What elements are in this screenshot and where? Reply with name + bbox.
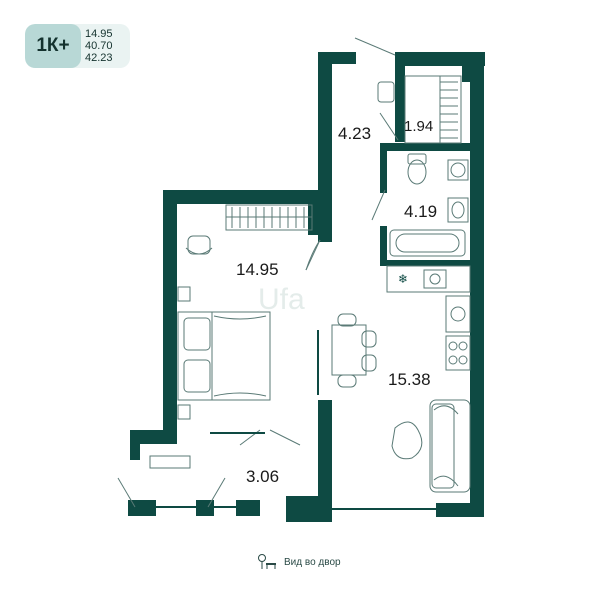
area-total-with-balcony: 42.23 [85, 52, 113, 64]
wardrobe-hangers [231, 207, 305, 228]
watermark: Ufa [258, 283, 305, 316]
fridge-icon: ❄ [398, 272, 408, 286]
room-area-bedroom: 14.95 [236, 260, 279, 279]
apartment-type: 1К+ [25, 24, 81, 68]
windows [156, 330, 436, 510]
apartment-badge: 1К+ 14.95 40.70 42.23 [25, 24, 130, 68]
room-area-storage: 1.94 [404, 118, 433, 135]
room-area-bathroom: 4.19 [404, 202, 437, 221]
room-area-hall: 4.23 [338, 124, 371, 143]
fixtures [149, 75, 471, 493]
room-area-balcony: 3.06 [246, 467, 279, 486]
view-direction: Вид во двор [256, 554, 341, 570]
view-label: Вид во двор [284, 556, 341, 568]
area-summary: 14.95 40.70 42.23 [85, 28, 129, 64]
tree-bench-icon [256, 554, 278, 570]
walls [128, 52, 485, 522]
area-total: 40.70 [85, 40, 113, 52]
svg-text:❄: ❄ [398, 272, 408, 286]
area-living: 14.95 [85, 28, 113, 40]
room-area-kitchen-living: 15.38 [388, 370, 431, 389]
